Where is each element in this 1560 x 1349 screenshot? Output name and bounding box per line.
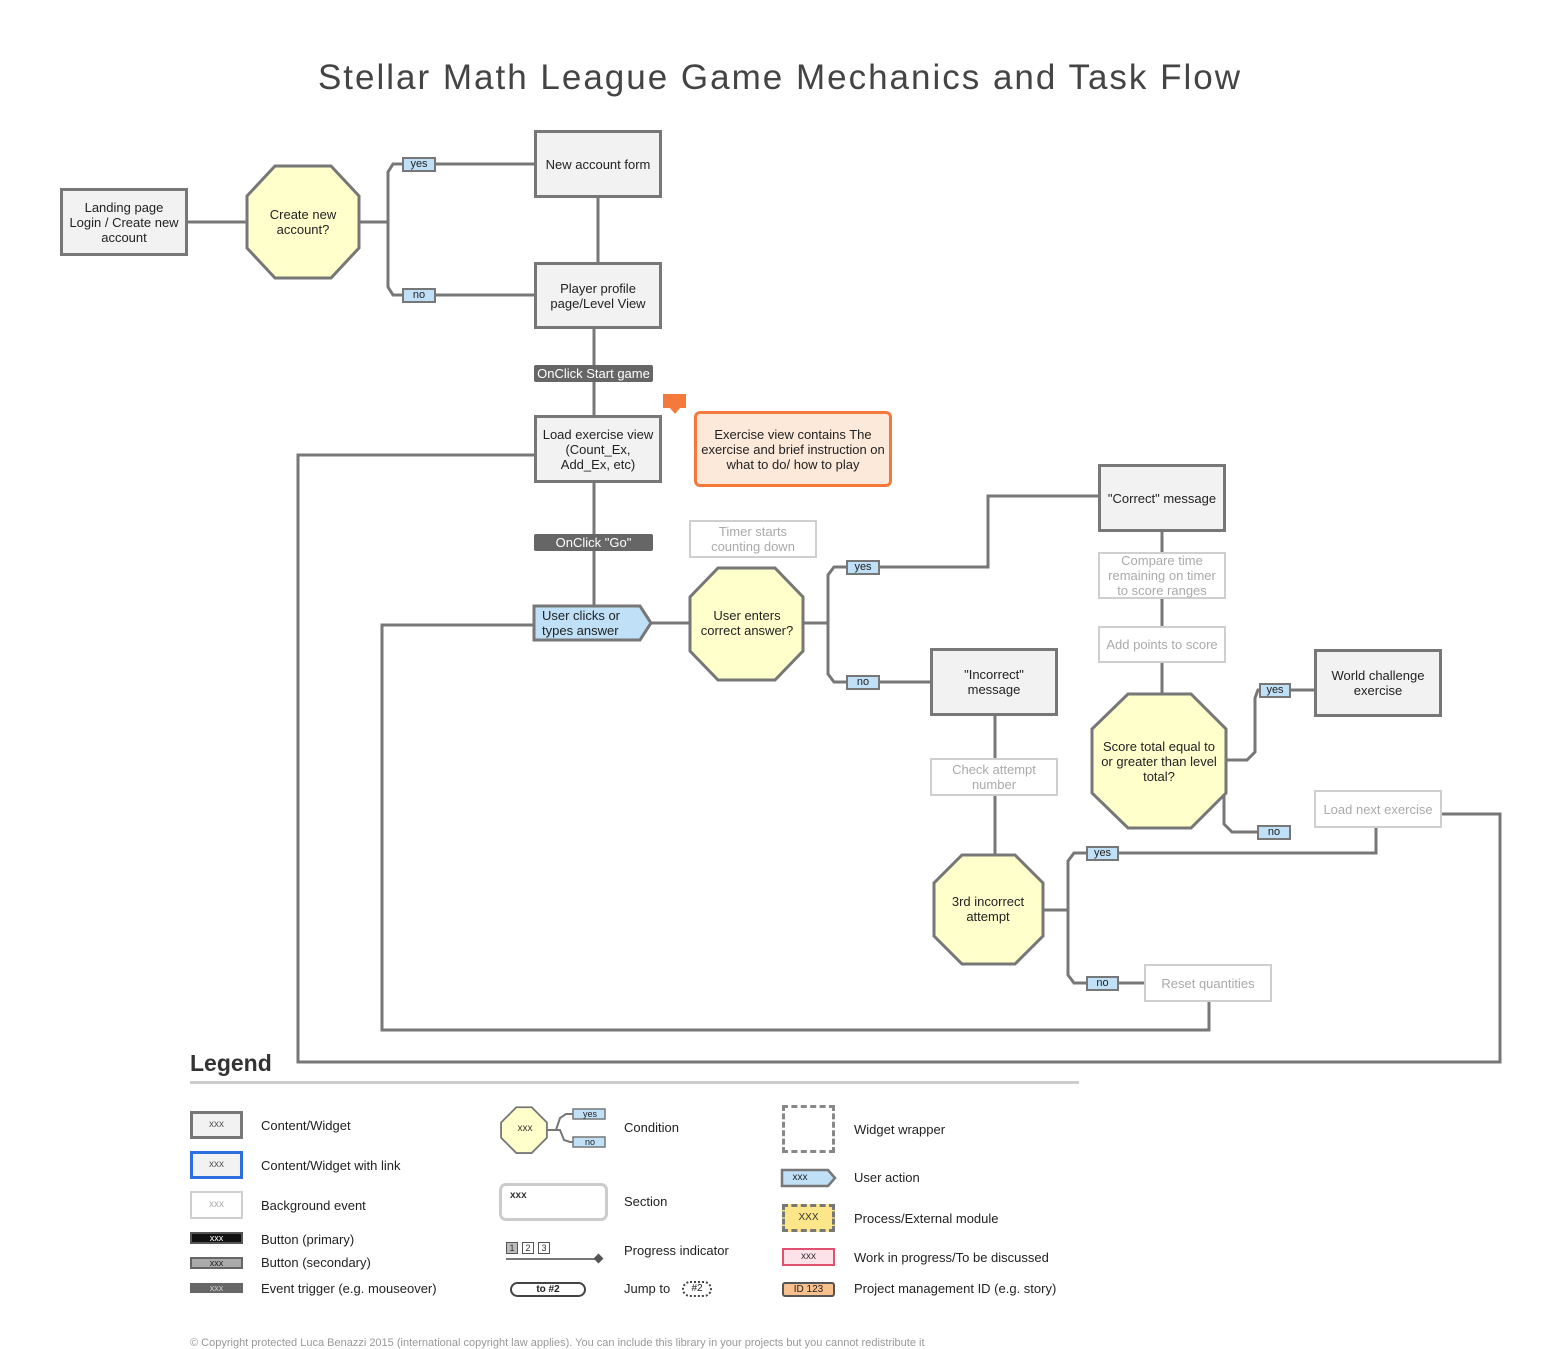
legend-condition-sample: xxx (517, 1123, 533, 1134)
legend-process-swatch: XXX (782, 1204, 835, 1232)
legend-user-action-label: User action (854, 1170, 920, 1185)
onclick-go-trigger: OnClick "Go" (534, 534, 653, 551)
create-account-yes-label: yes (402, 157, 436, 172)
exercise-note: Exercise view contains The exercise and … (694, 411, 892, 487)
score-no-label: no (1257, 825, 1291, 840)
correct-no-label: no (846, 675, 880, 690)
player-profile-node: Player profile page/Level View (534, 262, 662, 329)
legend-jump-marker: #2 (682, 1281, 712, 1297)
legend-section-label: Section (624, 1194, 668, 1209)
legend-background-label: Background event (261, 1198, 366, 1213)
legend-divider (190, 1081, 1079, 1084)
timer-event: Timer starts counting down (689, 520, 817, 558)
landing-page-node: Landing page Login / Create new account (60, 188, 188, 256)
legend-condition-icon (500, 1106, 606, 1154)
correct-yes-label: yes (846, 560, 880, 575)
legend-trigger-label: Event trigger (e.g. mouseover) (261, 1281, 437, 1296)
legend-process-label: Process/External module (854, 1211, 999, 1226)
legend-pm-id-swatch: ID 123 (782, 1282, 835, 1297)
legend-link-label: Content/Widget with link (261, 1158, 401, 1173)
legend-wrapper-swatch (782, 1105, 835, 1153)
legend-wip-swatch: xxx (782, 1248, 835, 1266)
correct-message-node: "Correct" message (1098, 464, 1226, 532)
user-action-shape (532, 604, 653, 642)
correct-answer-condition: User enters correct answer? (700, 608, 794, 638)
score-yes-label: yes (1259, 683, 1291, 698)
legend-condition-no: no (584, 1137, 595, 1147)
progress-track (506, 1258, 600, 1260)
progress-step-2: 2 (522, 1242, 534, 1254)
legend-wrapper-label: Widget wrapper (854, 1122, 946, 1137)
reset-quantities-event: Reset quantities (1144, 964, 1272, 1002)
legend-primary-button-label: Button (primary) (261, 1232, 355, 1247)
legend-secondary-button-swatch: xxx (190, 1257, 243, 1269)
legend-secondary-button-label: Button (secondary) (261, 1255, 371, 1270)
page-title: Stellar Math League Game Mechanics and T… (317, 58, 1243, 97)
legend-pm-id-label: Project management ID (e.g. story) (854, 1281, 1057, 1296)
load-exercise-node: Load exercise view (Count_Ex, Add_Ex, et… (534, 415, 662, 483)
legend-progress-label: Progress indicator (624, 1243, 729, 1258)
legend-condition-label: Condition (624, 1120, 679, 1135)
legend-content-swatch: xxx (190, 1111, 243, 1139)
legend-jump-label: Jump to (624, 1281, 671, 1296)
progress-step-1: 1 (506, 1242, 518, 1254)
copyright-footer: © Copyright protected Luca Benazzi 2015 … (190, 1337, 925, 1349)
legend-section-swatch: xxx (499, 1183, 608, 1221)
legend-user-action-icon (780, 1168, 837, 1188)
compare-time-event: Compare time remaining on timer to score… (1098, 552, 1226, 599)
legend-trigger-swatch: xxx (190, 1283, 243, 1293)
create-account-no-label: no (402, 288, 436, 303)
legend-primary-button-swatch: xxx (190, 1232, 243, 1244)
add-points-event: Add points to score (1098, 626, 1226, 663)
legend-jump-swatch: to #2 (510, 1282, 586, 1297)
attempt-no-label: no (1086, 976, 1119, 991)
progress-step-3: 3 (538, 1242, 550, 1254)
legend-content-label: Content/Widget (261, 1118, 351, 1133)
create-account-condition: Create new account? (269, 207, 337, 237)
new-account-form-node: New account form (534, 130, 662, 198)
legend-link-swatch: xxx (190, 1151, 243, 1179)
score-total-condition: Score total equal to or greater than lev… (1101, 738, 1217, 784)
legend-title: Legend (190, 1050, 272, 1076)
incorrect-message-node: "Incorrect" message (930, 648, 1058, 716)
check-attempt-event: Check attempt number (930, 758, 1058, 796)
legend-background-swatch: xxx (190, 1191, 243, 1219)
user-clicks-action: User clicks or types answer (542, 608, 621, 638)
legend-wip-label: Work in progress/To be discussed (854, 1250, 1049, 1265)
onclick-start-trigger: OnClick Start game (534, 365, 653, 382)
third-incorrect-condition: 3rd incorrect attempt (951, 894, 1025, 924)
legend-user-action-sample: xxx (792, 1172, 808, 1183)
legend-condition-yes: yes (582, 1109, 597, 1119)
load-next-event: Load next exercise (1314, 790, 1442, 828)
comment-flag-icon (663, 394, 686, 414)
world-challenge-node: World challenge exercise (1314, 649, 1442, 717)
attempt-yes-label: yes (1086, 846, 1119, 861)
